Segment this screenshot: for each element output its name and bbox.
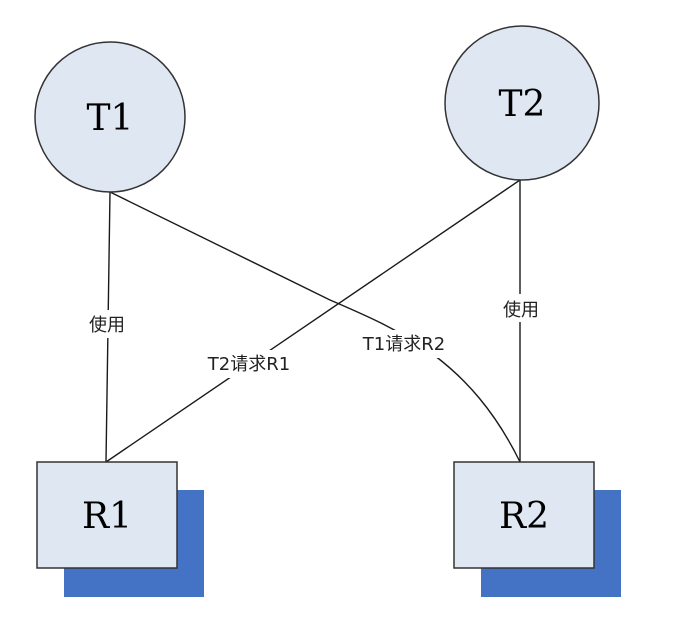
edge-label-t2-r1: T2请求R1 [207, 354, 290, 375]
node-t2-label: T2 [499, 84, 546, 125]
node-r1-box [36, 461, 178, 569]
edge-t1-r2 [109, 191, 521, 463]
node-r2-box [453, 461, 595, 569]
edge-label-bg [492, 294, 550, 322]
edge-label-t1-r2: T1请求R2 [362, 334, 445, 355]
node-t1-label: T1 [87, 98, 134, 139]
node-t2-circle [444, 25, 600, 181]
node-t1-circle [34, 41, 186, 193]
edge-label-bg [193, 350, 305, 378]
edge-label-t1-r1: 使用 [89, 315, 125, 336]
edge-label-bg [78, 310, 136, 338]
edge-t2-r1 [105, 179, 521, 463]
node-r1-label: R1 [82, 496, 132, 537]
edge-label-bg [348, 330, 460, 358]
edge-label-t2-r2: 使用 [503, 300, 539, 321]
node-r2-label: R2 [499, 496, 549, 537]
